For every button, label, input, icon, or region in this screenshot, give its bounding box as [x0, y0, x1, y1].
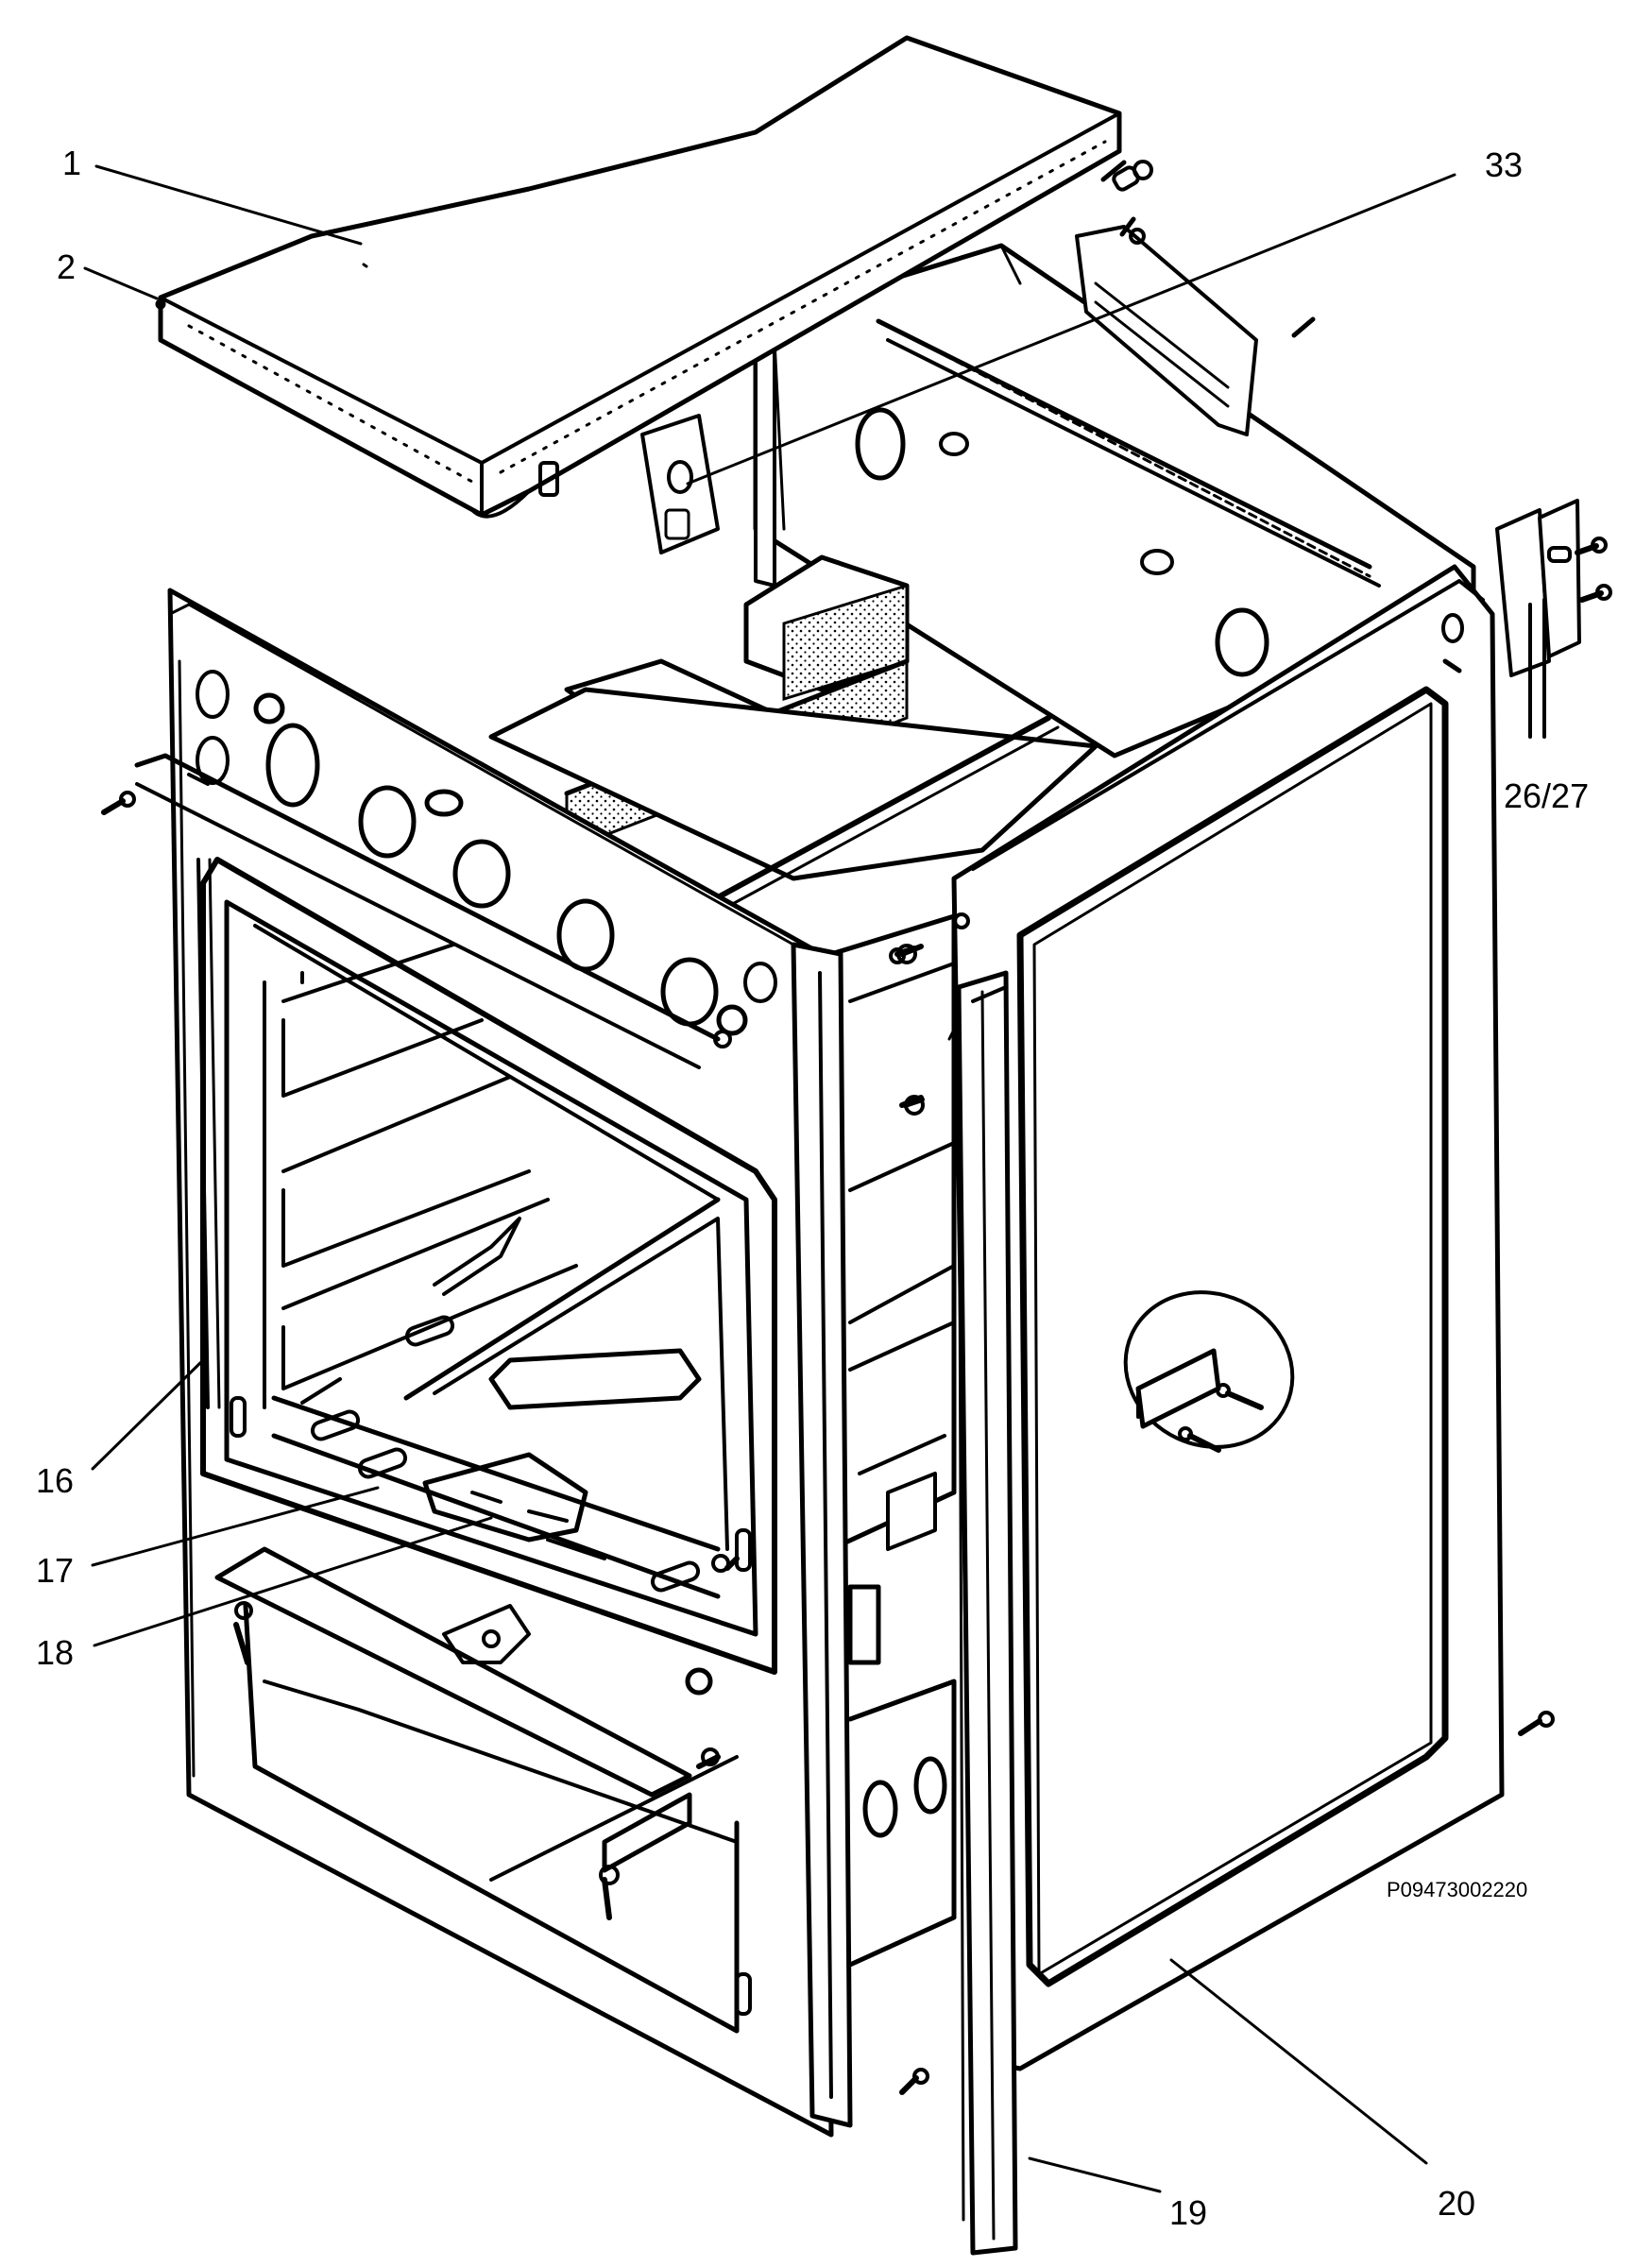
top-lid — [155, 35, 1153, 519]
part-labels: 1 2 33 26/27 16 17 18 19 20 P09473002220 — [36, 144, 1589, 2232]
right-side-panel — [889, 564, 1555, 2095]
drawing-code: P09473002220 — [1387, 1878, 1527, 1901]
insulation-blocks — [488, 554, 1098, 909]
leader-33 — [686, 173, 1456, 486]
rear-carcass — [640, 216, 1476, 759]
label-part-17: 17 — [36, 1551, 74, 1590]
leader-1 — [94, 164, 363, 246]
leader-17 — [91, 1486, 380, 1567]
label-part-20: 20 — [1438, 2184, 1475, 2223]
label-part-19: 19 — [1169, 2193, 1207, 2232]
back-hole-3 — [1140, 549, 1174, 575]
label-part-26-27: 26/27 — [1504, 776, 1589, 815]
label-part-1: 1 — [62, 144, 81, 182]
back-hole-1 — [855, 407, 906, 481]
label-part-33: 33 — [1485, 145, 1523, 184]
leader-18 — [93, 1516, 493, 1647]
label-part-2: 2 — [57, 247, 76, 286]
label-part-18: 18 — [36, 1633, 74, 1672]
back-hole-2 — [939, 432, 969, 456]
leader-19 — [1028, 2156, 1162, 2193]
leader-2 — [83, 266, 159, 300]
label-part-16: 16 — [36, 1461, 74, 1500]
hinge-bracket — [1495, 499, 1612, 739]
left-side-panel — [101, 588, 853, 2138]
cutaway-detail — [1123, 1290, 1295, 1449]
front-strip — [947, 970, 1018, 2256]
leader-16 — [91, 1358, 205, 1471]
leader-20 — [1169, 1958, 1428, 2165]
back-hole-4 — [1215, 607, 1269, 677]
leader-lines — [83, 164, 1456, 2193]
